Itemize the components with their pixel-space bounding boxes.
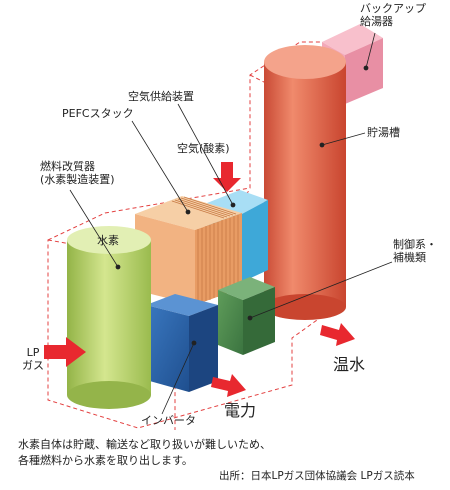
label-hydrogen: 水素 bbox=[97, 234, 119, 247]
label-pefc-stack: PEFCスタック bbox=[62, 107, 134, 120]
label-control: 制御系・ 補機類 bbox=[393, 238, 437, 264]
label-air-supply: 空気供給装置 bbox=[128, 90, 194, 103]
label-fuel-processor: 燃料改質器 (水素製造装置) bbox=[40, 160, 115, 186]
storage-tank bbox=[264, 45, 346, 320]
inverter-box bbox=[146, 294, 218, 392]
hot-water-arrow bbox=[320, 323, 355, 346]
label-inverter: インバータ bbox=[141, 414, 196, 427]
caption-line-1: 水素自体は貯蔵、輸送など取り扱いが難しいため、 bbox=[18, 438, 271, 451]
caption-line-2: 各種燃料から水素を取り出します。 bbox=[18, 454, 193, 467]
label-lp-gas: LP ガス bbox=[22, 346, 44, 372]
leader-lines bbox=[69, 32, 393, 415]
fuel-processor-cylinder bbox=[67, 226, 151, 409]
label-power: 電力 bbox=[224, 401, 257, 420]
label-backup-heater: バックアップ 給湯器 bbox=[360, 2, 426, 28]
caption: 水素自体は貯蔵、輸送など取り扱いが難しいため、 各種燃料から水素を取り出します。 bbox=[18, 437, 271, 469]
control-box bbox=[218, 277, 275, 355]
source-note: 出所：日本LPガス団体協議会 LPガス読本 bbox=[219, 470, 415, 482]
label-tank: 貯湯槽 bbox=[367, 126, 400, 139]
label-air-oxygen: 空気(酸素) bbox=[177, 142, 230, 155]
label-hot-water: 温水 bbox=[333, 355, 366, 374]
air-arrow bbox=[213, 162, 241, 192]
power-arrow bbox=[211, 374, 246, 397]
lp-gas-arrow bbox=[44, 337, 86, 367]
